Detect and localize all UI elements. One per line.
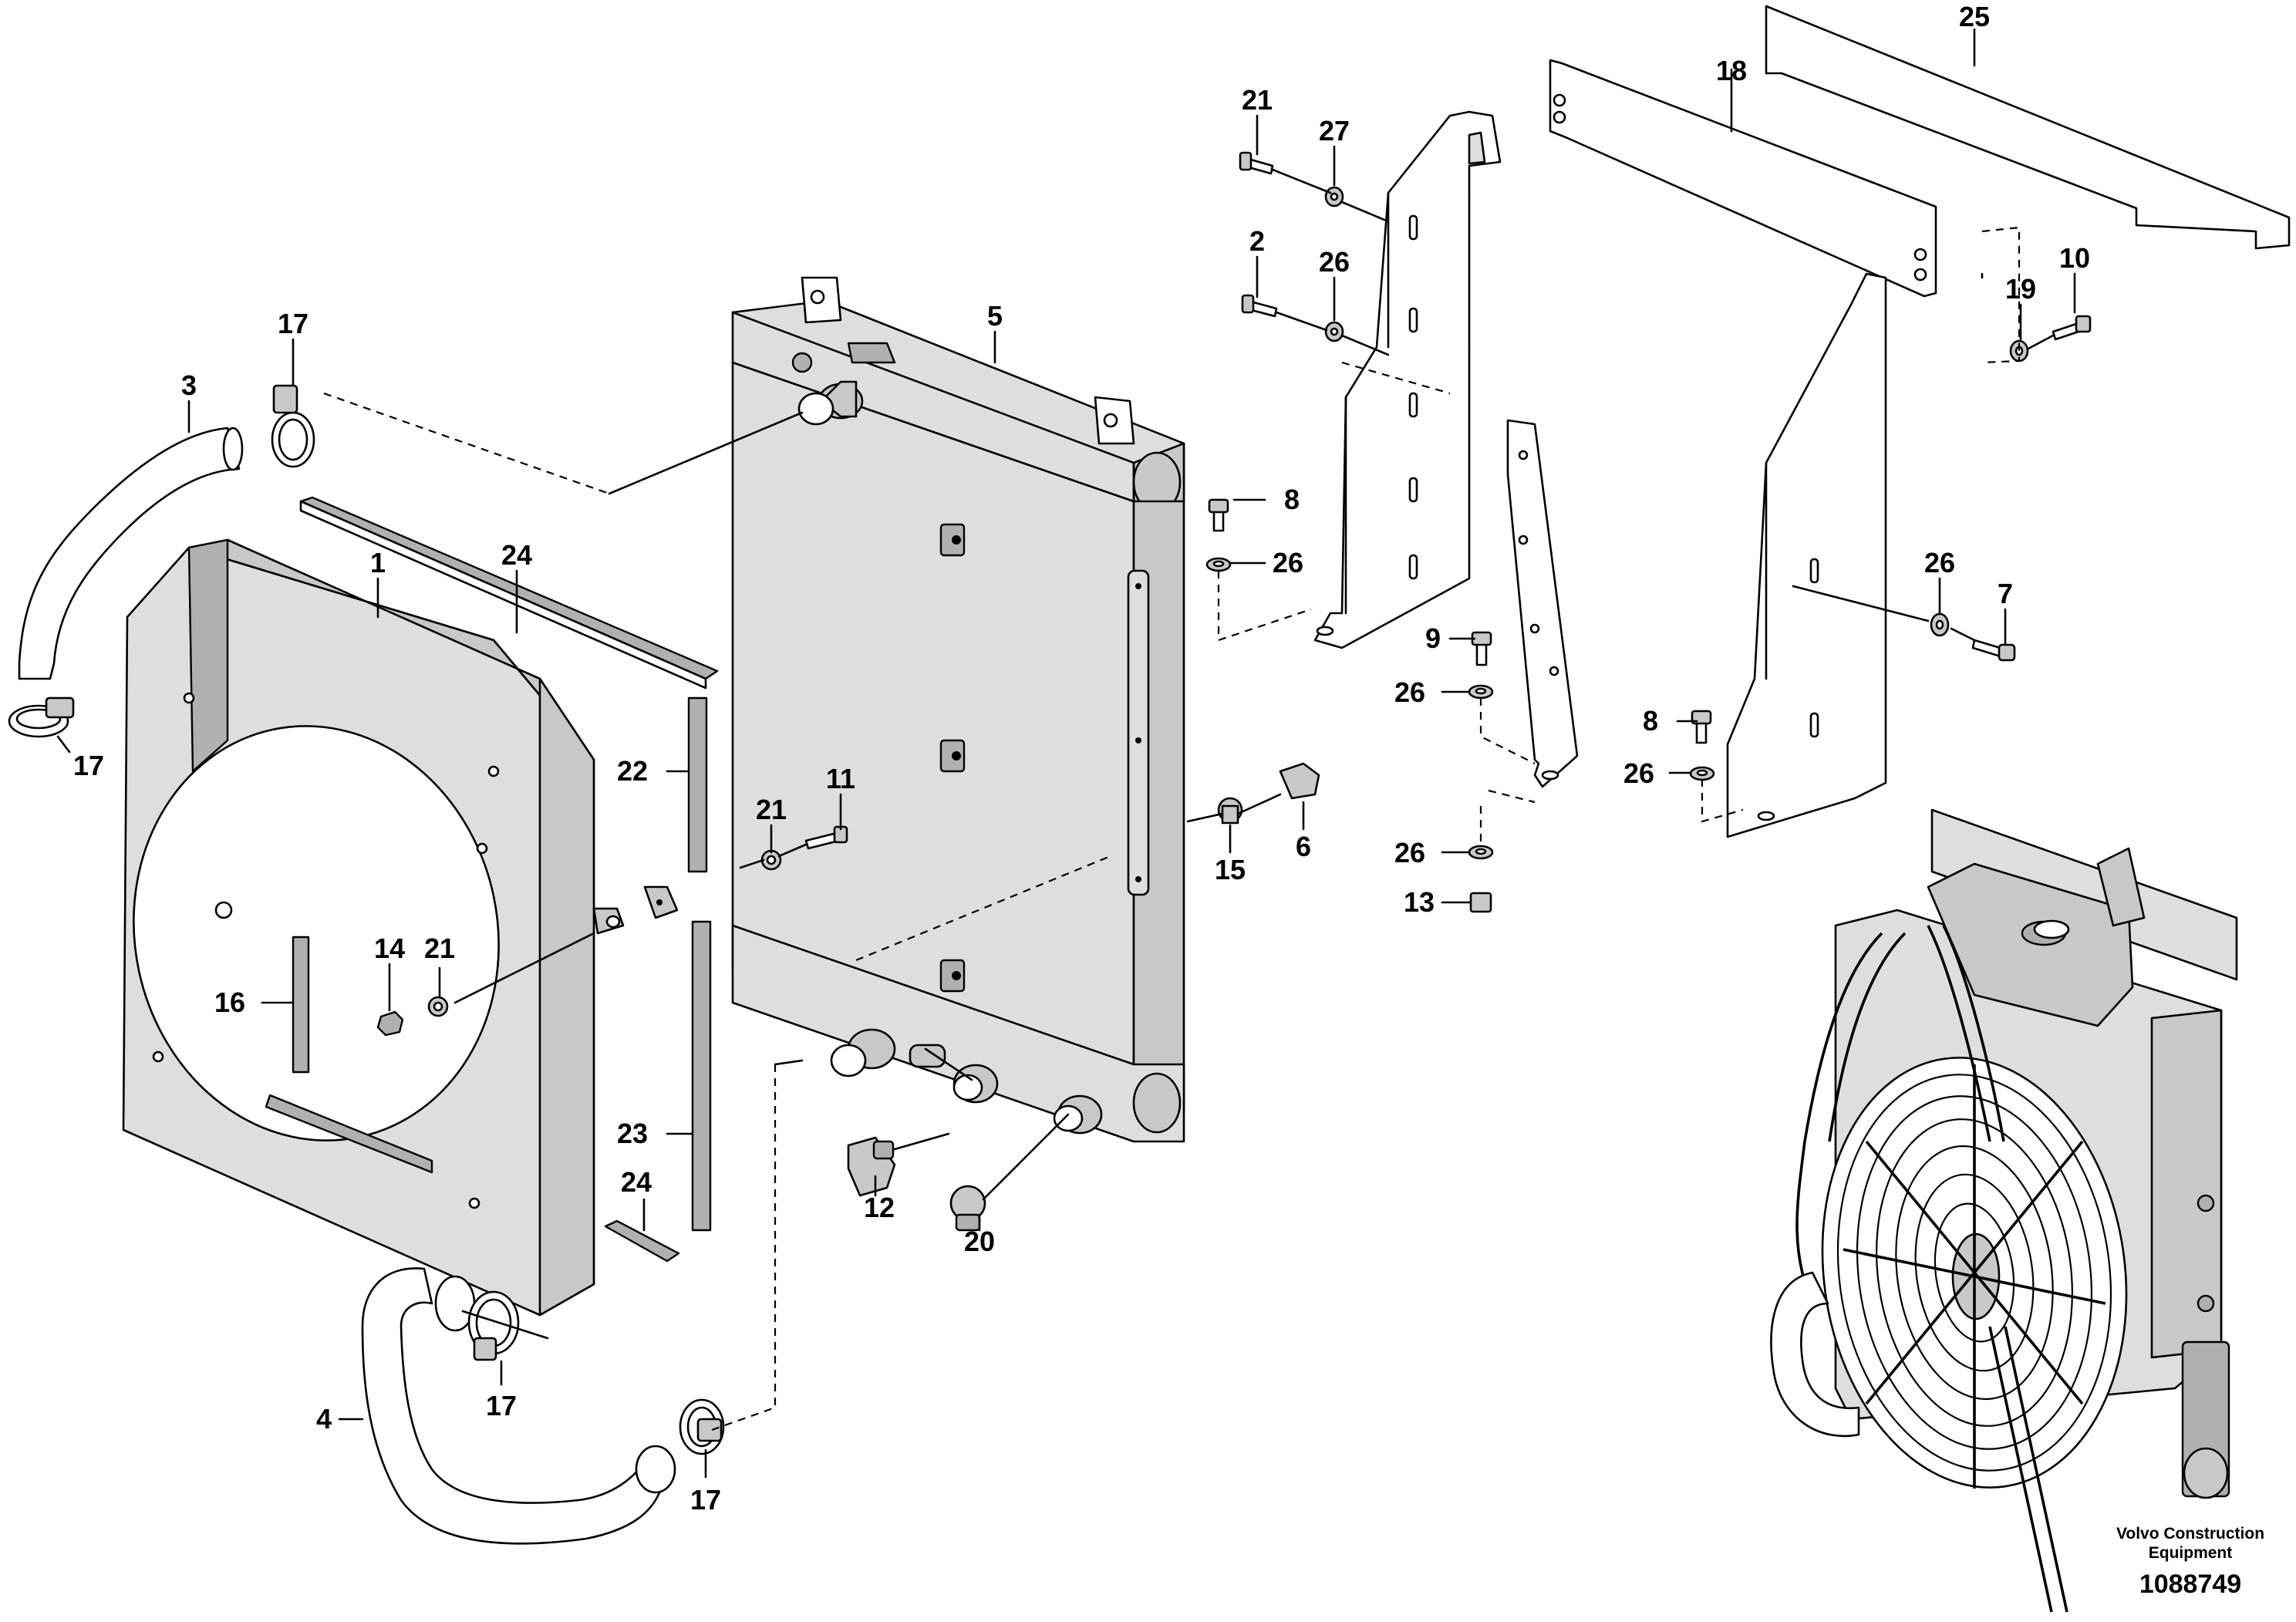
- callout-17: 17: [690, 1484, 721, 1516]
- callout-20: 20: [964, 1226, 995, 1257]
- seal-strip-24-top: [299, 496, 719, 690]
- assembled-cooler-view: [1770, 808, 2238, 1613]
- bolt-8a: [1208, 498, 1229, 532]
- callout-16: 16: [214, 986, 245, 1018]
- callout-5: 5: [987, 300, 1003, 332]
- washer-26b: [1205, 557, 1232, 572]
- washer-26a: [1324, 321, 1344, 342]
- brand-line-1: Volvo Construction: [2116, 1525, 2264, 1543]
- callout-24: 24: [501, 539, 532, 571]
- callout-23: 23: [617, 1118, 648, 1149]
- seal-strip-22: [687, 696, 708, 873]
- bolt-9: [1471, 631, 1492, 666]
- hose-clamp-17b: [8, 696, 75, 738]
- fan-shroud-1: [122, 538, 595, 1317]
- callout-2: 2: [1249, 225, 1265, 257]
- elbow-fitting-12: [847, 1136, 896, 1197]
- callout-12: 12: [864, 1192, 895, 1223]
- callout-17: 17: [73, 750, 104, 781]
- callout-21: 21: [756, 794, 787, 825]
- callout-13: 13: [1404, 886, 1435, 918]
- washer-26c: [1930, 612, 1950, 637]
- callout-7: 7: [1998, 578, 2013, 609]
- callout-26: 26: [1319, 246, 1350, 278]
- callout-25: 25: [1959, 1, 1990, 32]
- hose-clamp-17d: [679, 1398, 725, 1455]
- callout-24: 24: [621, 1166, 652, 1198]
- callout-26: 26: [1623, 757, 1654, 789]
- bolt-2: [1241, 294, 1278, 318]
- callout-22: 22: [617, 755, 648, 787]
- callout-21: 21: [1242, 84, 1273, 116]
- callout-21: 21: [424, 932, 455, 964]
- cover-plate-18: [1549, 59, 1937, 298]
- callout-18: 18: [1716, 55, 1747, 86]
- brand-block: Volvo Construction Equipment 1088749: [2116, 1525, 2264, 1599]
- callout-19: 19: [2005, 273, 2036, 305]
- switch-6: [1279, 762, 1320, 800]
- callout-1: 1: [370, 547, 386, 578]
- bolt-10: [2052, 315, 2092, 341]
- washer-21b: [760, 849, 782, 871]
- callout-11: 11: [826, 763, 855, 794]
- callout-27: 27: [1319, 115, 1350, 147]
- callout-14: 14: [374, 932, 405, 964]
- upper-hose-3: [18, 427, 244, 680]
- bolt-7: [1971, 639, 2016, 662]
- filler-plate-25: [1765, 5, 2291, 250]
- callout-26: 26: [1924, 547, 1955, 578]
- adapter-15: [1217, 797, 1243, 824]
- callout-labels: 25 18 21 27 2 26 19 10 17 3 5 8 26 24 1 …: [73, 1, 2090, 1516]
- bolt-8b: [1691, 710, 1712, 744]
- figure-number: 1088749: [2139, 1570, 2241, 1599]
- callout-10: 10: [2059, 242, 2090, 274]
- nut-13: [1469, 892, 1492, 913]
- hose-clamp-17c: [467, 1290, 520, 1361]
- radiator-5: [731, 276, 1185, 1143]
- callout-4: 4: [316, 1403, 332, 1435]
- callout-26: 26: [1394, 837, 1425, 868]
- seal-strip-23: [691, 920, 712, 1232]
- callout-3: 3: [181, 369, 197, 401]
- callout-6: 6: [1296, 831, 1311, 862]
- callout-8: 8: [1284, 484, 1300, 515]
- support-bracket-right: [1726, 272, 1887, 838]
- seal-strip-24-bottom: [604, 1219, 680, 1263]
- washer-26e: [1689, 766, 1715, 781]
- callout-8: 8: [1643, 705, 1658, 737]
- lower-hose-4: [361, 1267, 676, 1545]
- brand-line-2: Equipment: [2149, 1544, 2233, 1562]
- nut-14: [376, 1010, 404, 1037]
- support-bracket-left: [1313, 110, 1502, 649]
- callout-9: 9: [1425, 622, 1441, 654]
- hose-clamp-17a: [271, 384, 315, 468]
- callout-26: 26: [1394, 676, 1425, 708]
- washer-21c: [427, 996, 449, 1017]
- washer-26f: [1468, 845, 1494, 860]
- bolt-11: [804, 825, 848, 850]
- plug-fitting-20: [949, 1185, 986, 1232]
- callout-17: 17: [278, 308, 308, 339]
- leader-lines: [56, 28, 2076, 1479]
- seal-strip-16: [292, 936, 310, 1074]
- washer-26d: [1468, 684, 1494, 700]
- washer-27: [1324, 186, 1344, 207]
- mounting-bracket-small: [592, 885, 679, 935]
- support-bracket-middle: [1506, 419, 1579, 788]
- callout-17: 17: [486, 1390, 517, 1421]
- bolt-21a: [1239, 151, 1274, 175]
- callout-15: 15: [1215, 854, 1246, 885]
- callout-26: 26: [1273, 547, 1303, 578]
